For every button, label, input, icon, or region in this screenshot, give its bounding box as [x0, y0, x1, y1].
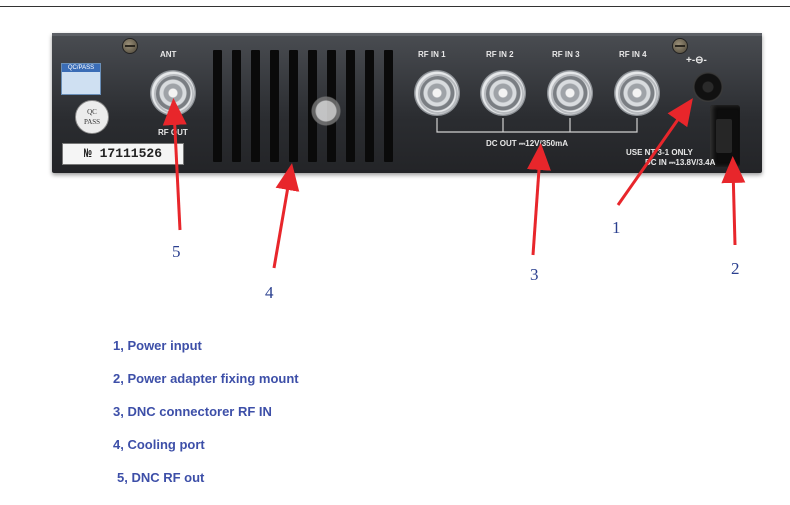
callout-5: 5	[172, 242, 181, 261]
arrow-4	[272, 163, 300, 269]
rf-out-label: RF OUT	[158, 128, 188, 137]
rf-in-1-connector	[414, 70, 460, 116]
rf-in-3-label: RF IN 3	[552, 50, 580, 59]
rf-in-3-connector	[547, 70, 593, 116]
qc-pass-seal: QC PASS	[75, 100, 109, 134]
callout-4: 4	[265, 283, 274, 302]
cooling-vent	[289, 50, 298, 162]
rf-in-4-connector	[614, 70, 660, 116]
cooling-vent	[270, 50, 279, 162]
screw-right	[672, 38, 688, 54]
arrow-2	[721, 156, 746, 246]
arrow-5	[162, 98, 187, 231]
fan-hub	[305, 90, 347, 132]
rf-in-4-label: RF IN 4	[619, 50, 647, 59]
rf-in-2-label: RF IN 2	[486, 50, 514, 59]
use-only-label: USE NT 3-1 ONLY	[626, 148, 693, 157]
cooling-vent	[365, 50, 374, 162]
arrow-3	[526, 143, 551, 256]
qc-pass-sticker-text: QC/PASS	[62, 64, 100, 72]
legend-item-5: 5, DNC RF out	[117, 470, 205, 485]
dc-in-label: DC IN ⎓13.8V/3.4A	[645, 158, 716, 167]
cooling-vent	[384, 50, 393, 162]
legend-item-3: 3, DNC connectorer RF IN	[113, 404, 272, 419]
cooling-vent	[213, 50, 222, 162]
callout-2: 2	[731, 259, 740, 278]
qc-pass-sticker: QC/PASS	[61, 63, 101, 95]
legend-item-2: 2, Power adapter fixing mount	[113, 371, 299, 386]
cooling-vent	[346, 50, 355, 162]
power-input-jack	[693, 72, 723, 102]
dc-polarity-icon: +-⊖-	[686, 55, 707, 66]
qc-seal-line1: QC	[87, 108, 97, 116]
rf-in-1-label: RF IN 1	[418, 50, 446, 59]
cooling-vent	[232, 50, 241, 162]
legend-item-1: 1, Power input	[113, 338, 202, 353]
screw-left	[122, 38, 138, 54]
legend-item-4: 4, Cooling port	[113, 437, 205, 452]
callout-3: 3	[530, 265, 539, 284]
rf-in-2-connector	[480, 70, 526, 116]
cooling-vent	[251, 50, 260, 162]
qc-seal-line2: PASS	[83, 118, 101, 126]
panel-top-edge	[52, 33, 762, 36]
serial-number-label: № 17111526	[62, 143, 184, 165]
top-divider	[0, 6, 790, 7]
ant-label: ANT	[160, 50, 177, 59]
callout-1: 1	[612, 218, 621, 237]
arrow-1	[616, 98, 693, 206]
